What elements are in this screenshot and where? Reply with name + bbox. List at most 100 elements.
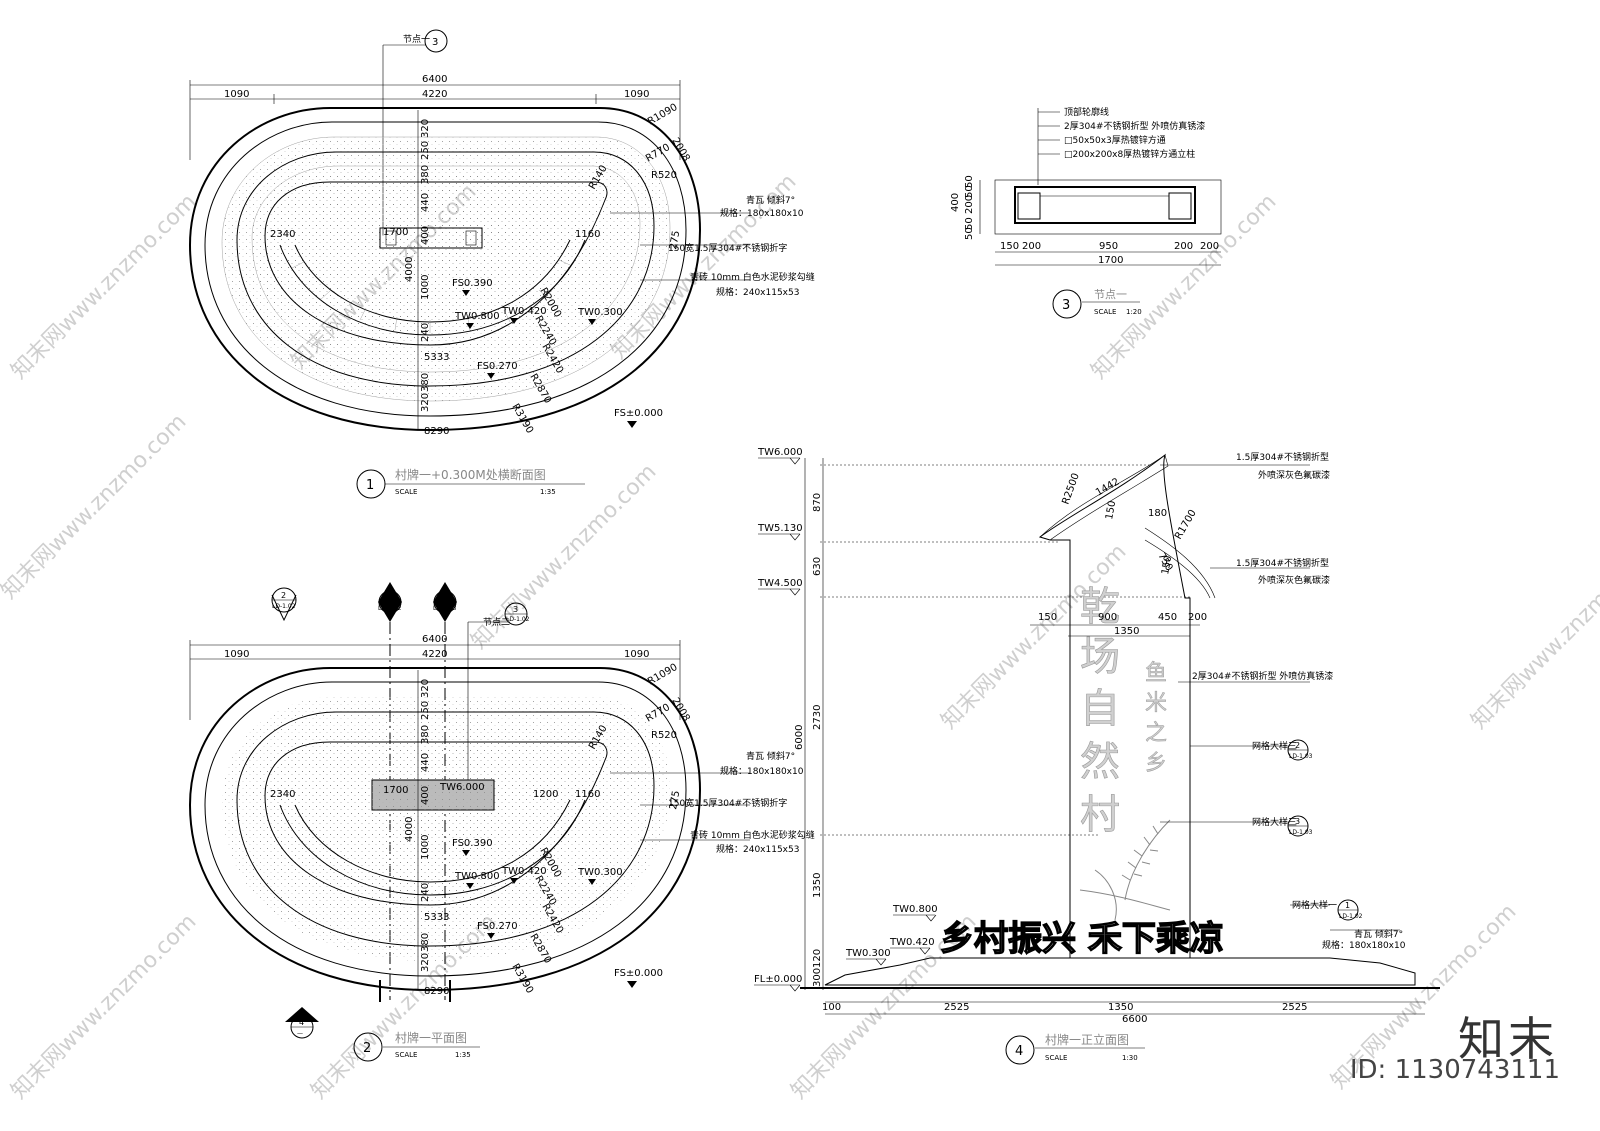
elevation-4: TW6.000 TW5.130 TW4.500 TW0.800 TW0.420 … [754, 447, 1440, 1065]
svg-text:规格：180x180x10: 规格：180x180x10 [1322, 939, 1406, 951]
svg-text:950: 950 [1099, 241, 1118, 252]
svg-text:SCALE: SCALE [1094, 308, 1116, 316]
section-marker: 2 LD-1.02 [271, 587, 297, 622]
svg-text:TW0.800: TW0.800 [454, 871, 500, 882]
svg-text:200: 200 [1022, 241, 1041, 252]
svg-text:1: 1 [1345, 901, 1350, 910]
svg-text:400: 400 [950, 193, 961, 212]
svg-text:村: 村 [1080, 792, 1120, 838]
svg-text:440: 440 [420, 753, 431, 772]
svg-text:4: 4 [1015, 1044, 1023, 1059]
svg-text:2厚304#不锈钢折型 外喷仿真锈漆: 2厚304#不锈钢折型 外喷仿真锈漆 [1192, 670, 1333, 682]
dim-left: 1090 [224, 89, 249, 100]
svg-text:2340: 2340 [270, 789, 295, 800]
svg-text:50: 50 [964, 185, 975, 198]
svg-text:630: 630 [812, 557, 823, 576]
node-label: 节点二 [483, 617, 510, 628]
svg-text:120: 120 [812, 949, 823, 968]
banner-text: 乡村振兴 禾下乘凉 [940, 919, 1224, 959]
svg-text:3: 3 [1295, 817, 1300, 826]
svg-text:TW0.420: TW0.420 [889, 937, 935, 948]
svg-text:6000: 6000 [794, 725, 805, 750]
svg-text:LD-1.03: LD-1.03 [433, 605, 457, 612]
svg-text:320: 320 [420, 679, 431, 698]
svg-text:2: 2 [363, 1041, 371, 1056]
svg-text:1: 1 [366, 478, 374, 493]
dim-5333: 5333 [424, 352, 449, 363]
watermark-text: 知末网www.znzmo.com [1467, 539, 1600, 734]
svg-text:275: 275 [668, 230, 682, 251]
svg-text:1:35: 1:35 [455, 1051, 471, 1059]
sign-post [1038, 453, 1191, 959]
svg-text:1.5厚304#不锈钢折型: 1.5厚304#不锈钢折型 [1236, 451, 1329, 463]
svg-text:SCALE: SCALE [395, 488, 417, 496]
svg-text:FS0.270: FS0.270 [477, 921, 518, 932]
svg-text:TW0.420: TW0.420 [501, 306, 547, 317]
dim-total: 6400 [422, 74, 447, 85]
svg-text:青砖 10mm 白色水泥砂浆勾缝: 青砖 10mm 白色水泥砂浆勾缝 [690, 271, 815, 283]
node-num: 3 [432, 37, 438, 48]
svg-text:米: 米 [1145, 691, 1167, 716]
svg-text:1.5厚304#不锈钢折型: 1.5厚304#不锈钢折型 [1236, 557, 1329, 569]
svg-text:FS0.270: FS0.270 [477, 361, 518, 372]
svg-text:LD-1.02: LD-1.02 [1339, 913, 1363, 920]
svg-text:SCALE: SCALE [1045, 1054, 1067, 1062]
svg-text:1700: 1700 [383, 785, 408, 796]
plan2-title: 村牌一平面图 [395, 1031, 467, 1045]
svg-text:TW0.300: TW0.300 [845, 948, 891, 959]
svg-text:LD-1.03: LD-1.03 [1289, 753, 1313, 760]
svg-text:2厚304#不锈钢折型 外喷仿真锈漆: 2厚304#不锈钢折型 外喷仿真锈漆 [1064, 120, 1205, 132]
detail-callout: 网格大样三 3 LD-1.03 [1160, 815, 1313, 837]
svg-text:1700: 1700 [1098, 255, 1123, 266]
plan1-title: 村牌一+0.300M处横断面图 [395, 467, 546, 482]
svg-text:FS±0.000: FS±0.000 [614, 968, 663, 979]
svg-text:□50x50x3厚热镀锌方通: □50x50x3厚热镀锌方通 [1064, 134, 1166, 146]
svg-text:200: 200 [1188, 612, 1207, 623]
svg-text:380: 380 [420, 725, 431, 744]
svg-text:1000: 1000 [420, 275, 431, 300]
svg-text:1:20: 1:20 [1126, 308, 1142, 316]
base-tiles [824, 957, 1416, 986]
detail-callout: 网格大样一 1 LD-1.02 [1290, 899, 1363, 921]
svg-text:50: 50 [964, 227, 975, 240]
svg-text:440: 440 [420, 193, 431, 212]
svg-text:LD-1.02: LD-1.02 [272, 603, 296, 610]
svg-text:1:35: 1:35 [540, 488, 556, 496]
svg-text:150: 150 [1160, 555, 1174, 576]
svg-text:外喷深灰色氟碳漆: 外喷深灰色氟碳漆 [1258, 574, 1330, 586]
svg-text:6600: 6600 [1122, 1014, 1147, 1025]
svg-text:380: 380 [420, 373, 431, 392]
brand-logo: 知末 [1458, 1012, 1558, 1066]
svg-text:3: 3 [1062, 298, 1070, 313]
svg-text:FS0.390: FS0.390 [452, 838, 493, 849]
svg-text:450: 450 [1158, 612, 1177, 623]
svg-text:R520: R520 [651, 730, 677, 741]
svg-text:250: 250 [420, 141, 431, 160]
vertical-dims: 320 250 380 440 400 4000 1000 240 380 32… [404, 679, 431, 972]
svg-text:R1090: R1090 [646, 102, 680, 128]
svg-text:FL±0.000: FL±0.000 [754, 974, 802, 985]
svg-text:R2500: R2500 [1060, 472, 1081, 506]
node-circle [424, 29, 448, 53]
svg-text:TW0.800: TW0.800 [892, 904, 938, 915]
svg-text:自: 自 [1080, 686, 1120, 732]
svg-text:网格大样三: 网格大样三 [1252, 816, 1297, 828]
svg-text:4220: 4220 [422, 649, 447, 660]
svg-text:鱼: 鱼 [1145, 661, 1167, 686]
wheat-icon [1079, 819, 1171, 921]
watermark-text: 知末网www.znzmo.com [0, 409, 191, 604]
svg-text:网格大样一: 网格大样一 [1292, 899, 1337, 911]
svg-text:240: 240 [420, 323, 431, 342]
svg-text:1200: 1200 [533, 789, 558, 800]
svg-text:300: 300 [812, 968, 823, 987]
svg-text:4: 4 [387, 593, 392, 602]
svg-text:LD-1.03: LD-1.03 [1289, 829, 1313, 836]
svg-text:100: 100 [822, 1002, 841, 1013]
svg-text:320: 320 [420, 393, 431, 412]
svg-text:400: 400 [420, 226, 431, 245]
svg-text:FS0.390: FS0.390 [452, 278, 493, 289]
svg-text:2525: 2525 [1282, 1002, 1307, 1013]
svg-text:240: 240 [420, 883, 431, 902]
svg-text:1090: 1090 [224, 649, 249, 660]
